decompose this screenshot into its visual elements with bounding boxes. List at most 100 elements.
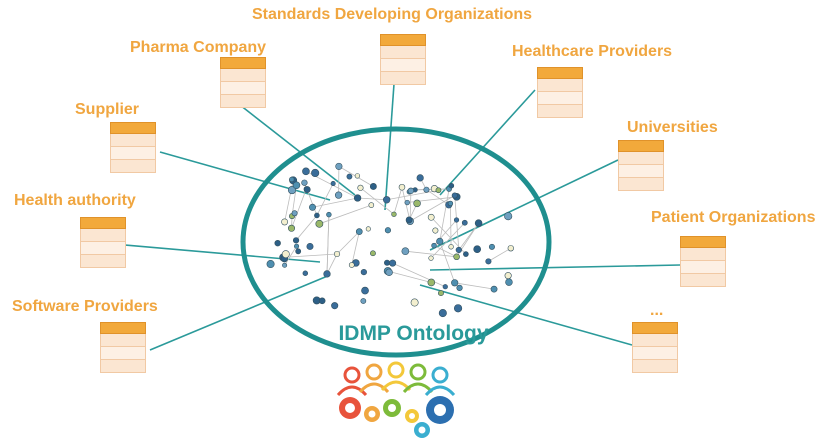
- graph-node: [410, 298, 419, 307]
- graph-node: [323, 270, 331, 278]
- graph-edge: [488, 247, 511, 262]
- graph-edge: [430, 222, 466, 259]
- graph-node: [301, 179, 308, 186]
- graph-node: [435, 187, 442, 194]
- graph-node: [504, 272, 512, 280]
- graph-node: [405, 216, 413, 224]
- graph-node: [485, 258, 492, 265]
- graph-edge: [284, 246, 297, 266]
- graph-edge: [405, 250, 457, 258]
- graph-node: [302, 270, 309, 276]
- graph-node: [423, 186, 430, 193]
- graph-node: [455, 246, 462, 254]
- graph-node: [384, 259, 391, 266]
- table-icon: [632, 322, 678, 374]
- graph-edge: [409, 195, 455, 222]
- graph-node: [451, 192, 458, 199]
- stakeholder-label-healthcare: Healthcare Providers: [512, 43, 673, 60]
- graph-node: [453, 253, 460, 261]
- people-gears-logo: [336, 361, 456, 438]
- graph-node: [504, 212, 513, 221]
- graph-edge: [336, 231, 360, 255]
- graph-node: [456, 284, 463, 291]
- graph-node: [365, 226, 371, 232]
- graph-node: [474, 219, 483, 227]
- connector-line: [429, 159, 619, 251]
- graph-node: [461, 219, 468, 226]
- graph-node: [309, 203, 317, 211]
- stakeholder-label-more: ...: [650, 302, 664, 319]
- graph-node: [281, 250, 290, 259]
- table-icon: [100, 322, 146, 374]
- graph-node: [281, 218, 289, 226]
- graph-node: [311, 168, 320, 178]
- graph-node: [438, 309, 447, 318]
- graph-node: [438, 290, 444, 297]
- connector-line: [239, 104, 356, 196]
- table-icon: [680, 236, 726, 288]
- graph-node: [473, 245, 482, 254]
- table-icon: [110, 122, 156, 174]
- graph-node: [383, 196, 391, 204]
- connector-line: [429, 264, 681, 271]
- graph-node: [361, 286, 369, 295]
- connector-line: [124, 244, 321, 263]
- graph-node: [346, 173, 353, 180]
- graph-node: [413, 199, 421, 208]
- graph-node: [369, 183, 377, 190]
- graph-node: [370, 250, 376, 257]
- graph-node: [398, 183, 406, 191]
- graph-node: [368, 202, 375, 208]
- graph-edge: [439, 241, 456, 283]
- graph-node: [448, 182, 455, 189]
- graph-node: [334, 191, 343, 199]
- graph-node: [289, 176, 295, 183]
- graph-edge: [319, 204, 372, 225]
- stakeholder-label-sdo: Standards Developing Organizations: [252, 6, 533, 23]
- table-icon: [618, 140, 664, 192]
- graph-node: [348, 262, 355, 268]
- graph-edge: [316, 183, 334, 216]
- connector-line: [439, 89, 536, 196]
- graph-node: [505, 278, 513, 286]
- ontology-ellipse: [240, 126, 552, 358]
- graph-node: [287, 224, 296, 232]
- graph-node: [507, 245, 514, 252]
- graph-node: [360, 268, 367, 276]
- table-icon: [80, 217, 126, 269]
- graph-node: [274, 239, 281, 247]
- ontology-title: IDMP Ontology: [338, 322, 489, 345]
- graph-edge: [360, 187, 395, 215]
- graph-node: [318, 297, 326, 305]
- graph-edge: [326, 253, 338, 275]
- graph-edge: [326, 214, 330, 274]
- stakeholder-label-patient-orgs: Patient Organizations: [651, 209, 816, 226]
- graph-node: [463, 251, 469, 257]
- graph-node: [291, 210, 298, 217]
- graph-node: [389, 259, 397, 267]
- graph-node: [295, 248, 302, 255]
- graph-edge: [387, 270, 432, 283]
- table-icon: [380, 34, 426, 86]
- graph-node: [391, 211, 397, 217]
- graph-edge: [426, 189, 450, 206]
- connector-line: [384, 69, 396, 211]
- connector-line: [419, 284, 633, 346]
- graph-node: [442, 284, 448, 290]
- graph-node: [333, 250, 341, 258]
- graph-edge: [454, 195, 460, 251]
- graph-node: [306, 242, 314, 250]
- graph-node: [432, 227, 439, 234]
- stakeholder-label-supplier: Supplier: [75, 101, 140, 118]
- graph-node: [302, 167, 310, 176]
- graph-node: [355, 228, 363, 235]
- graph-node: [360, 298, 367, 304]
- graph-node: [335, 162, 343, 170]
- graph-edge: [351, 231, 360, 266]
- graph-node: [314, 212, 320, 219]
- graph-edge: [386, 189, 439, 201]
- graph-node: [447, 200, 454, 207]
- graph-node: [330, 181, 336, 187]
- graph-node: [407, 187, 415, 194]
- graph-node: [292, 237, 300, 244]
